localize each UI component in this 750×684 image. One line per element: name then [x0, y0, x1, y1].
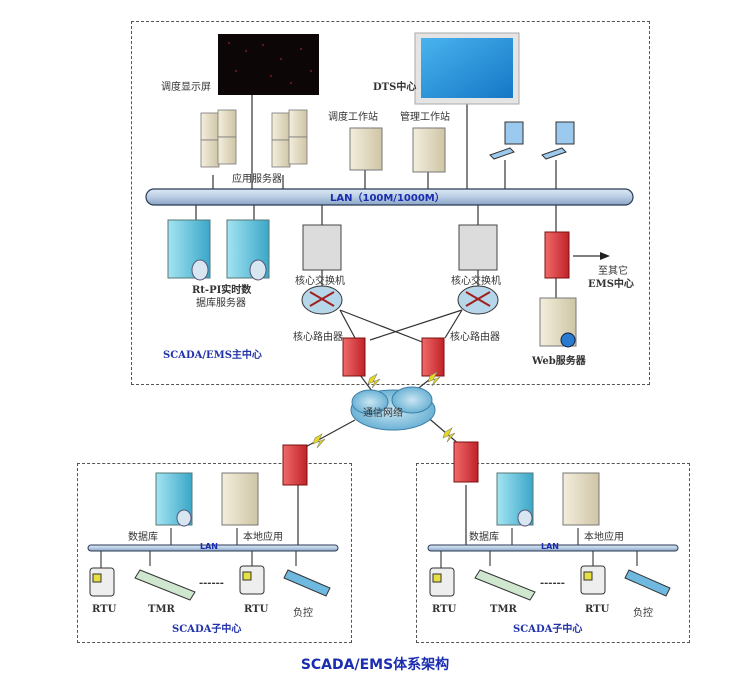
mgmt-ws-label: 管理工作站	[400, 112, 450, 123]
core-router-label-right: 核心路由器	[450, 332, 500, 343]
display-wall-label: 调度显示屏	[161, 82, 211, 93]
rtdb-label-1: Rt-PI实时数	[192, 285, 252, 296]
dts-label: DTS中心	[373, 82, 417, 93]
sub-local-app-server-icon	[562, 472, 600, 526]
core-switch-label-right: 核心交换机	[451, 276, 501, 287]
main-lan-label: LAN（100M/1000M）	[330, 193, 445, 204]
device-label: TMR	[490, 604, 517, 615]
mgmt-workstation-icon	[412, 127, 446, 173]
sub-local-app-label: 本地应用	[584, 532, 624, 543]
arrow-head-icon	[600, 252, 610, 260]
core-switch-icon	[302, 224, 342, 271]
sub-center-left-region	[77, 463, 352, 643]
sub-lan-label: LAN	[541, 542, 559, 551]
sub-lan-bar-left	[87, 544, 339, 552]
device-label: TMR	[148, 604, 175, 615]
dispatch-ws-label: 调度工作站	[328, 112, 378, 123]
web-server-label: Web服务器	[532, 356, 586, 367]
sub-db-label: 数据库	[469, 532, 499, 543]
diagram-title: SCADA/EMS体系架构	[300, 657, 450, 673]
firewall-icon	[282, 231, 570, 486]
sub-center-right-region	[416, 463, 690, 643]
main-lan-bar	[145, 188, 634, 206]
main-center-region	[131, 21, 650, 385]
device-label: RTU	[244, 604, 269, 615]
load-control-icon	[283, 569, 671, 597]
device-label: RTU	[92, 604, 117, 615]
core-router-label-left: 核心路由器	[293, 332, 343, 343]
display-wall-icon	[218, 34, 319, 95]
device-label: RTU	[585, 604, 610, 615]
cloud-label: 通信网络	[363, 408, 403, 419]
sub-local-app-label: 本地应用	[243, 532, 283, 543]
sub-lan-label: LAN	[200, 542, 218, 551]
other-ems-label-2: EMS中心	[588, 279, 634, 290]
ellipsis: ------	[540, 578, 565, 589]
main-center-region-label: SCADA/EMS主中心	[163, 350, 262, 361]
pc-icon	[489, 121, 575, 160]
lightning-icon	[312, 371, 456, 449]
device-label: RTU	[432, 604, 457, 615]
device-label: 负控	[293, 608, 313, 619]
core-switch-icon	[458, 224, 498, 271]
app-server-icon	[200, 109, 308, 168]
other-ems-label-1: 至其它	[598, 266, 628, 277]
rtu-icon	[89, 565, 606, 597]
sub-db-label: 数据库	[128, 532, 158, 543]
dispatch-workstation-icon	[349, 127, 383, 171]
sub-region-label: SCADA子中心	[513, 624, 583, 635]
sub-local-app-server-icon	[221, 472, 259, 526]
tmr-icon	[134, 569, 536, 601]
device-label: 负控	[633, 608, 653, 619]
sub-region-label: SCADA子中心	[172, 624, 242, 635]
main-connectors	[195, 95, 557, 545]
rtdb-label-2: 据库服务器	[196, 298, 246, 309]
ellipsis: ------	[199, 578, 224, 589]
cloud-icon	[350, 386, 436, 431]
core-switch-label-left: 核心交换机	[295, 276, 345, 287]
sub-lan-bar-right	[427, 544, 679, 552]
app-server-label: 应用服务器	[232, 174, 282, 185]
